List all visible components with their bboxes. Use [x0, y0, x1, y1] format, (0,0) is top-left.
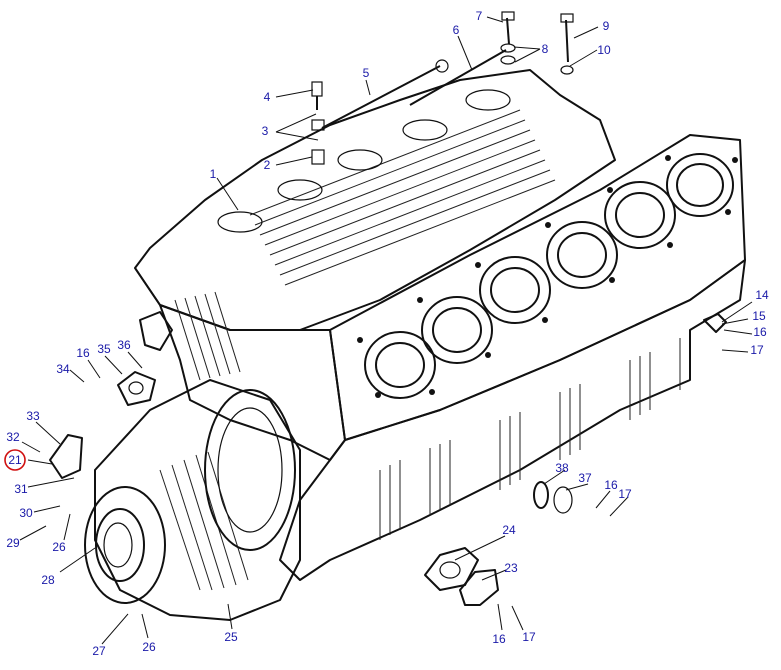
callout-labels: 1 2 3 4 5 6 7 8 9 10 14 15 16 17 16 35 3…	[4, 9, 769, 658]
callout-26-bottom: 26	[142, 640, 156, 654]
callout-3: 3	[262, 124, 269, 138]
callout-34: 34	[56, 362, 70, 376]
callout-2: 2	[264, 158, 271, 172]
callout-28: 28	[41, 573, 55, 587]
callout-14: 14	[755, 288, 769, 302]
callout-17-bottom: 17	[522, 630, 536, 644]
callout-30: 30	[19, 506, 33, 520]
callout-24: 24	[502, 523, 516, 537]
callout-25: 25	[224, 630, 238, 644]
callout-15: 15	[752, 309, 766, 323]
callout-31: 31	[14, 482, 28, 496]
callout-16-mid: 16	[604, 478, 618, 492]
callout-7: 7	[476, 9, 483, 23]
callout-16-bottom: 16	[492, 632, 506, 646]
callout-5: 5	[363, 66, 370, 80]
callout-9: 9	[603, 19, 610, 33]
callout-38: 38	[555, 461, 569, 475]
callout-26-left: 26	[52, 540, 66, 554]
callout-16-right: 16	[753, 325, 767, 339]
callout-6: 6	[453, 23, 460, 37]
callout-1: 1	[210, 167, 217, 181]
callout-27: 27	[92, 644, 106, 658]
callout-33: 33	[26, 409, 40, 423]
callout-17-mid: 17	[618, 487, 632, 501]
callout-29: 29	[6, 536, 20, 550]
highlight-ring-21	[4, 449, 26, 471]
callout-10: 10	[597, 43, 611, 57]
callout-17-right: 17	[750, 343, 764, 357]
callout-36: 36	[117, 338, 131, 352]
callout-16-left: 16	[76, 346, 90, 360]
leader-lines	[19, 16, 753, 645]
callout-32: 32	[6, 430, 20, 444]
callout-8: 8	[542, 42, 549, 56]
callout-23: 23	[504, 561, 518, 575]
callout-21: 21	[8, 453, 22, 467]
flywheel-housing	[84, 379, 301, 621]
cylinder-bores	[364, 153, 734, 399]
engine-block	[84, 69, 746, 621]
hardware-parts	[49, 11, 727, 606]
callout-35: 35	[97, 342, 111, 356]
callout-4: 4	[264, 90, 271, 104]
callout-37: 37	[578, 471, 592, 485]
